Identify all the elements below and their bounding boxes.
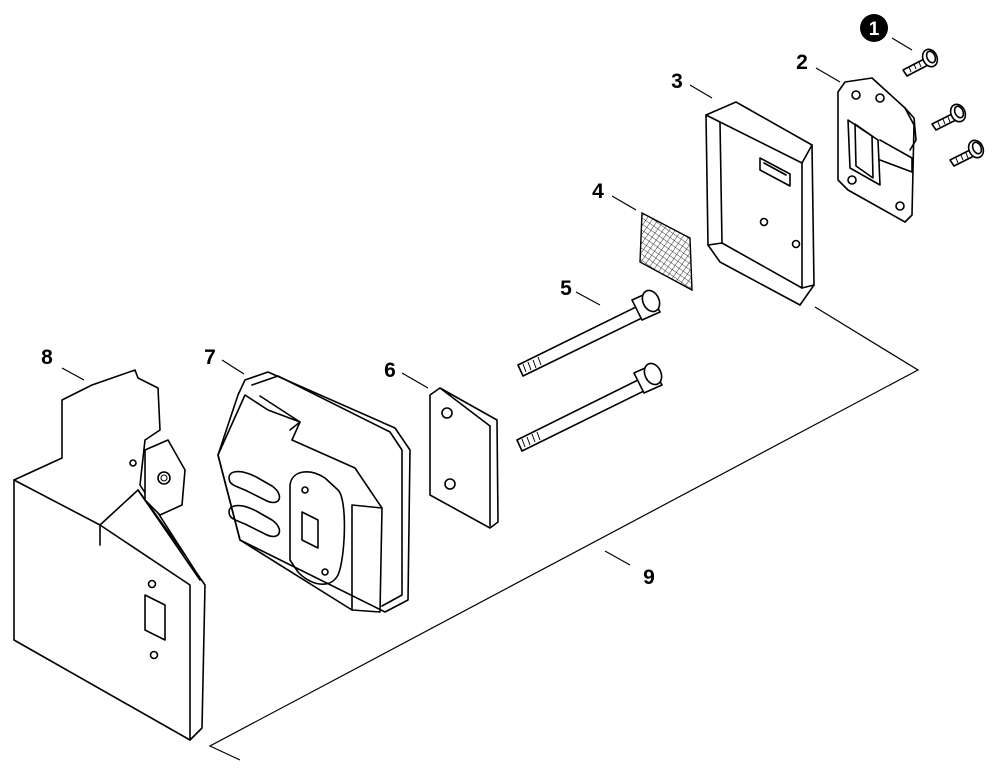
screw-bottom: [949, 139, 985, 167]
assembly-bracket-lines: [208, 306, 920, 761]
part-2-bracket-plate: [837, 77, 917, 223]
callout-6: 6: [384, 359, 396, 382]
part-4-spark-screen: [639, 211, 693, 292]
callout-7: 7: [204, 346, 216, 369]
part-3-box-cover: [705, 101, 815, 306]
callout-2: 2: [796, 51, 808, 74]
callout-9: 9: [643, 566, 655, 589]
callout-8: 8: [41, 346, 53, 369]
screw-middle: [931, 103, 967, 131]
callout-badge-1: 1: [860, 14, 888, 42]
part-5-bolt-lower: [516, 362, 663, 452]
part-6-gasket: [429, 387, 499, 529]
screw-top: [902, 48, 939, 77]
part-5-bolt-upper: [517, 289, 661, 377]
part-7-muffler-body: [217, 371, 411, 613]
badge-text: 1: [869, 19, 880, 40]
callout-3: 3: [671, 70, 683, 93]
part-8-heat-shield: [13, 369, 206, 741]
leader-lines: [61, 67, 841, 389]
callout-5: 5: [560, 277, 572, 300]
callout-4: 4: [592, 180, 604, 203]
